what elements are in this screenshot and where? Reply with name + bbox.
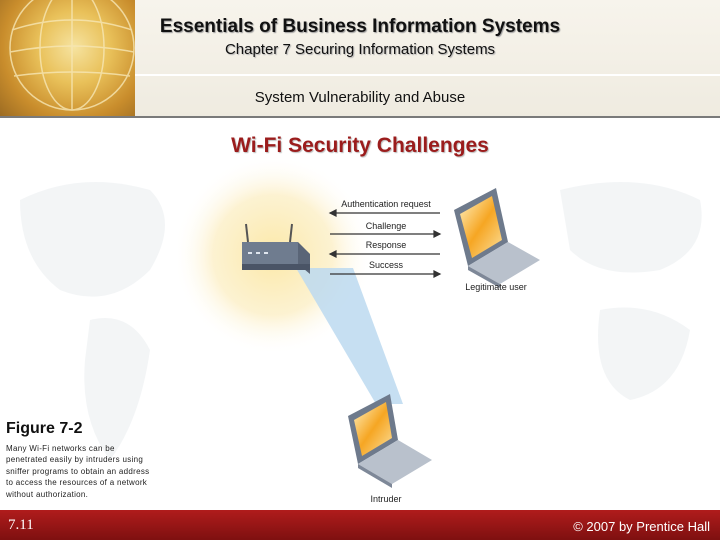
message-challenge: Challenge bbox=[366, 221, 407, 231]
header-divider bbox=[135, 74, 720, 76]
intruder-label: Intruder bbox=[370, 494, 401, 504]
copyright-notice: © 2007 by Prentice Hall bbox=[573, 519, 710, 534]
figure-label: Figure 7-2 bbox=[6, 420, 82, 438]
section-title: System Vulnerability and Abuse bbox=[0, 89, 720, 106]
course-title: Essentials of Business Information Syste… bbox=[0, 16, 720, 38]
message-response: Response bbox=[366, 240, 407, 250]
message-authentication-request: Authentication request bbox=[341, 199, 431, 209]
wifi-figure: Authentication request Challenge Respons… bbox=[178, 160, 540, 508]
legitimate-user-label: Legitimate user bbox=[465, 282, 527, 292]
header-bottom-rule bbox=[0, 116, 720, 118]
message-success: Success bbox=[369, 260, 404, 270]
chapter-title: Chapter 7 Securing Information Systems bbox=[0, 41, 720, 58]
figure-caption: Many Wi-Fi networks can be penetrated ea… bbox=[6, 443, 156, 500]
slide-footer: 7.11 © 2007 by Prentice Hall bbox=[0, 510, 720, 540]
page-number: 7.11 bbox=[8, 517, 34, 534]
slide-title: Wi-Fi Security Challenges bbox=[0, 134, 720, 158]
slide-header: Essentials of Business Information Syste… bbox=[0, 0, 720, 118]
